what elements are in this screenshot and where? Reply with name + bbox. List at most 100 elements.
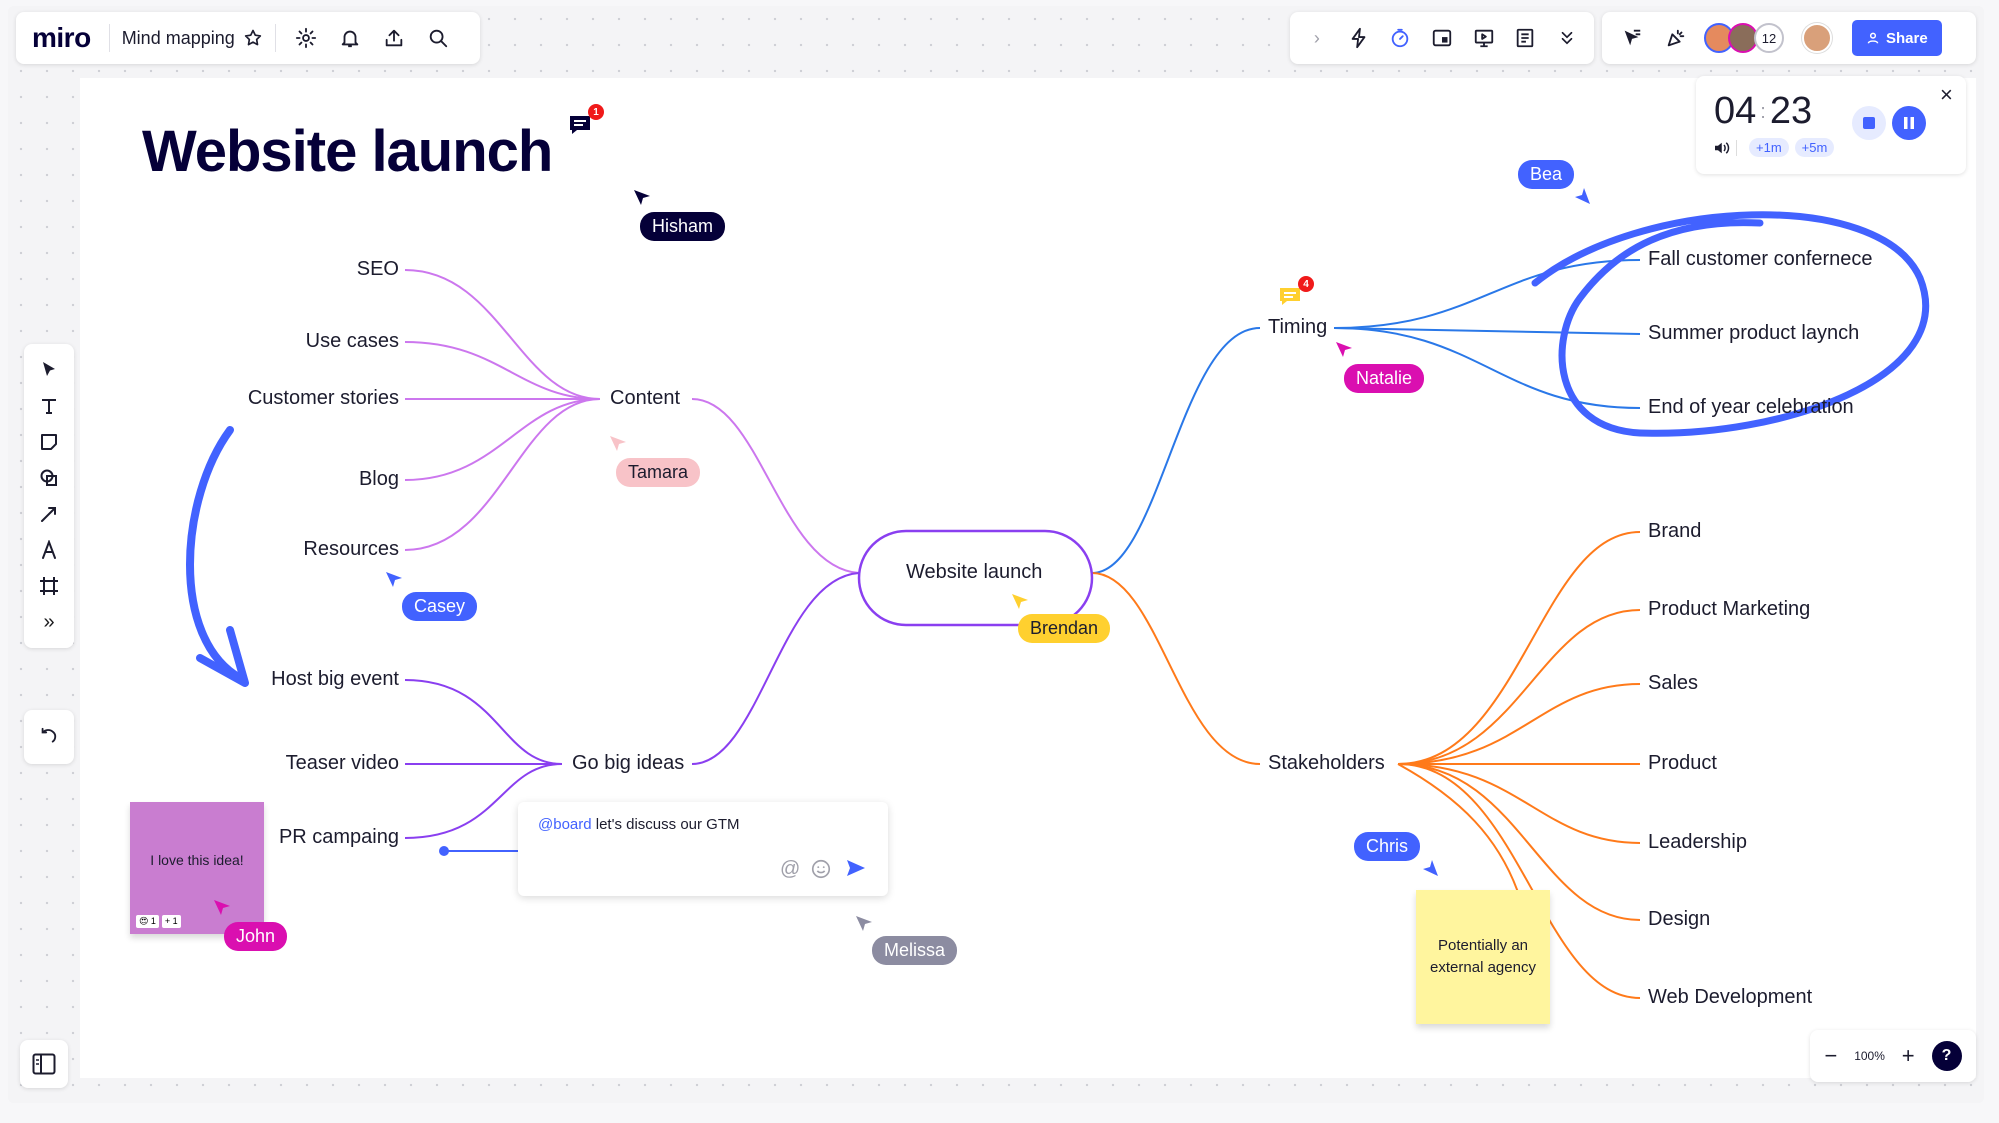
reaction-chip[interactable]: 😍 1: [136, 915, 159, 928]
node-customer-stories[interactable]: Customer stories: [247, 387, 399, 409]
cursor-follow-icon[interactable]: [1618, 24, 1646, 52]
zoom-out-icon[interactable]: −: [1824, 1043, 1838, 1068]
node-host-big-event[interactable]: Host big event: [271, 668, 399, 690]
more-tools-icon[interactable]: »: [43, 610, 55, 633]
stop-button[interactable]: [1852, 106, 1886, 140]
title-comment[interactable]: 1: [568, 104, 604, 138]
timer-widget: 04:23 +1m +5m ×: [1696, 76, 1966, 174]
zoom-in-icon[interactable]: +: [1901, 1043, 1915, 1068]
cursor-brendan: Brendan: [1018, 614, 1111, 643]
node-use-cases[interactable]: Use cases: [305, 330, 399, 352]
cursor-melissa: Melissa: [872, 936, 958, 965]
node-blog[interactable]: Blog: [358, 468, 399, 490]
share-button[interactable]: Share: [1852, 20, 1942, 56]
node-pr-campaing[interactable]: PR campaing: [278, 826, 399, 848]
node-content[interactable]: Content: [610, 387, 681, 409]
send-icon[interactable]: [844, 856, 868, 885]
add-1-minute-button[interactable]: +1m: [1749, 138, 1789, 157]
collaborator-count[interactable]: 12: [1754, 23, 1784, 53]
frame-icon[interactable]: [35, 572, 63, 600]
comment-text[interactable]: @board let's discuss our GTM: [538, 816, 740, 833]
board-name[interactable]: Mind mapping: [121, 27, 235, 48]
cursor-john: John: [224, 922, 288, 951]
node-web-development[interactable]: Web Development: [1648, 986, 1813, 1008]
node-summer-product-launch[interactable]: Summer product laynch: [1648, 322, 1860, 344]
sticky-note-icon[interactable]: [35, 428, 63, 456]
avatar[interactable]: [1802, 23, 1832, 53]
node-sales[interactable]: Sales: [1648, 672, 1699, 694]
node-teaser-video[interactable]: Teaser video: [285, 752, 399, 774]
pause-button[interactable]: [1892, 106, 1926, 140]
chevron-right-icon[interactable]: ›: [1313, 27, 1320, 48]
settings-icon[interactable]: [292, 24, 320, 52]
more-icon[interactable]: [1553, 24, 1581, 52]
node-product-marketing[interactable]: Product Marketing: [1648, 598, 1811, 620]
cursor-arrow: [1336, 342, 1352, 357]
timer-minutes: 04: [1714, 90, 1757, 132]
node-leadership[interactable]: Leadership: [1648, 831, 1747, 853]
cursor-arrow: [634, 190, 650, 205]
node-resources[interactable]: Resources: [303, 538, 399, 560]
pause-icon: [1904, 117, 1914, 129]
notes-icon[interactable]: [1511, 24, 1539, 52]
shapes-icon[interactable]: [35, 464, 63, 492]
node-timing[interactable]: Timing: [1268, 316, 1328, 338]
node-stakeholders[interactable]: Stakeholders: [1268, 752, 1385, 774]
connector-leadership: [1397, 763, 1641, 844]
undo-icon[interactable]: [38, 726, 60, 748]
cursor-arrow: [214, 900, 230, 915]
sticky-note-purple[interactable]: I love this idea! 😍 1 + 1: [130, 802, 264, 934]
share-label: Share: [1886, 29, 1928, 47]
connector-web-development: [1397, 763, 1641, 999]
board-title[interactable]: Website launch: [142, 119, 553, 184]
celebrate-icon[interactable]: [1662, 24, 1690, 52]
miro-logo[interactable]: miro: [32, 22, 91, 53]
center-node-label[interactable]: Website launch: [906, 561, 1043, 583]
connector-stakeholders-center: [1091, 572, 1261, 765]
emoji-icon[interactable]: [810, 858, 832, 885]
freehand-arrow: [186, 426, 244, 682]
tools-panel: ›: [1290, 12, 1594, 64]
timing-comment[interactable]: 4: [1278, 276, 1314, 308]
collaboration-panel: 12 Share: [1602, 12, 1976, 64]
node-brand[interactable]: Brand: [1648, 520, 1702, 542]
panel-toggle: [20, 1040, 68, 1088]
present-icon[interactable]: [1470, 24, 1498, 52]
center-node-shape[interactable]: [857, 529, 1094, 627]
sticky-note-yellow[interactable]: Potentially an external agency: [1416, 890, 1550, 1024]
reaction-chip[interactable]: + 1: [161, 915, 181, 928]
comment-count-badge: 1: [588, 104, 604, 120]
comment-body: let's discuss our GTM: [591, 816, 740, 833]
help-icon[interactable]: ?: [1931, 1041, 1962, 1071]
sidebar-icon[interactable]: [32, 1053, 56, 1075]
volume-icon[interactable]: [1712, 139, 1730, 157]
select-icon[interactable]: [35, 356, 63, 384]
node-seo[interactable]: SEO: [356, 258, 399, 280]
pen-icon[interactable]: [35, 536, 63, 564]
close-icon[interactable]: ×: [1940, 82, 1953, 107]
card-icon[interactable]: [1428, 24, 1456, 52]
board-canvas[interactable]: Website launch 1 Website launch Content …: [80, 78, 1976, 1078]
node-end-of-year-celebration[interactable]: End of year celebration: [1648, 396, 1854, 418]
undo-panel: [24, 710, 74, 764]
node-product[interactable]: Product: [1648, 752, 1717, 774]
mention-icon[interactable]: @: [780, 858, 801, 880]
text-icon[interactable]: [35, 392, 63, 420]
cursor-casey: Casey: [402, 592, 478, 621]
bell-icon[interactable]: [336, 24, 364, 52]
cursor-bea: Bea: [1518, 160, 1575, 189]
upload-icon[interactable]: [380, 24, 408, 52]
add-5-minutes-button[interactable]: +5m: [1794, 138, 1835, 157]
node-go-big-ideas[interactable]: Go big ideas: [572, 752, 685, 774]
comment-box[interactable]: @board let's discuss our GTM @: [518, 802, 888, 896]
node-fall-customer-conference[interactable]: Fall customer confernece: [1648, 248, 1873, 270]
cursor-arrow: [1423, 860, 1438, 876]
node-design[interactable]: Design: [1648, 908, 1711, 930]
timer-icon[interactable]: [1386, 24, 1414, 52]
star-icon[interactable]: [239, 24, 267, 52]
zoom-level[interactable]: 100%: [1854, 1049, 1885, 1063]
search-icon[interactable]: [424, 24, 452, 52]
lightning-icon[interactable]: [1345, 24, 1373, 52]
left-toolbar: »: [24, 344, 74, 648]
connector-line-icon[interactable]: [35, 500, 63, 528]
